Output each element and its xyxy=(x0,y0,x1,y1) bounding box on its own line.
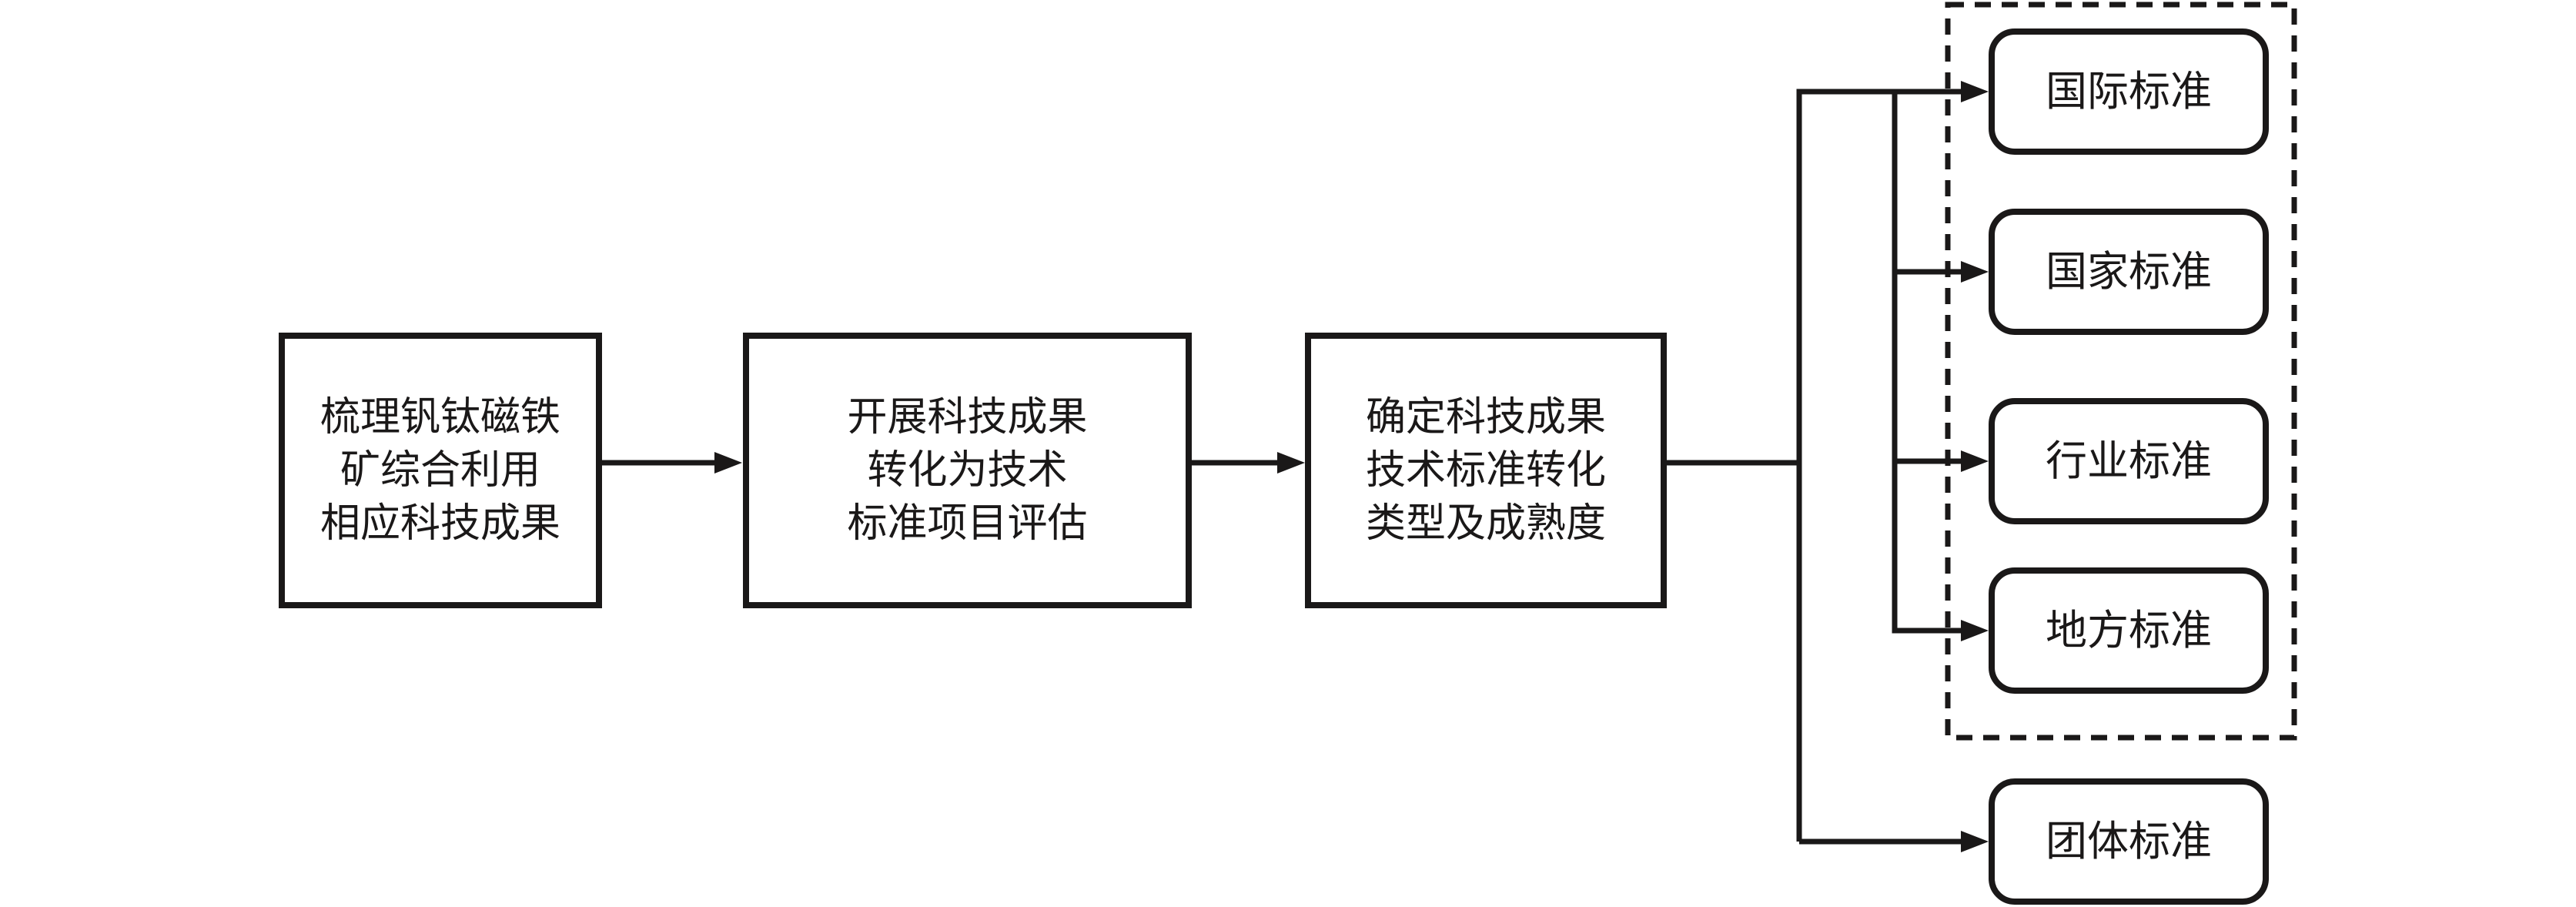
standard-label: 国家标准 xyxy=(2046,249,2212,295)
arrowhead-local-icon xyxy=(1961,620,1989,641)
process-label-line: 转化为技术 xyxy=(867,448,1068,493)
process-label-line: 梳理钒钛磁铁 xyxy=(319,395,560,440)
arrowhead-industry-icon xyxy=(1961,450,1989,472)
standard-label: 行业标准 xyxy=(2046,438,2212,484)
standard-box-industry: 行业标准 xyxy=(1989,398,2269,524)
process-label-line: 相应科技成果 xyxy=(319,501,560,546)
process-box-determine-type: 确定科技成果 技术标准转化 类型及成熟度 xyxy=(1305,333,1667,608)
process-label-line: 技术标准转化 xyxy=(1365,448,1606,493)
process-label-line: 标准项目评估 xyxy=(847,501,1088,546)
process-label-line: 矿综合利用 xyxy=(340,448,540,493)
process-label-line: 类型及成熟度 xyxy=(1365,501,1606,546)
standard-label: 国际标准 xyxy=(2046,69,2212,115)
standards-group-dashed-frame xyxy=(1945,2,2297,741)
process-box-collect-achievements: 梳理钒钛磁铁 矿综合利用 相应科技成果 xyxy=(279,333,602,608)
arrowhead-step1-step2-icon xyxy=(714,452,742,474)
standard-box-group: 团体标准 xyxy=(1989,778,2269,905)
arrowhead-international-icon xyxy=(1961,81,1989,102)
predefined-process-box-evaluate-projects: 开展科技成果 转化为技术 标准项目评估 xyxy=(743,333,1192,608)
standard-box-national: 国家标准 xyxy=(1989,209,2269,335)
standard-box-local: 地方标准 xyxy=(1989,567,2269,694)
standard-label: 团体标准 xyxy=(2046,818,2212,865)
standard-label: 地方标准 xyxy=(2046,607,2212,654)
standard-box-international: 国际标准 xyxy=(1989,28,2269,155)
arrowhead-national-icon xyxy=(1961,261,1989,283)
process-label-line: 确定科技成果 xyxy=(1365,395,1606,440)
process-label-line: 开展科技成果 xyxy=(847,395,1088,440)
arrowhead-step2-step3-icon xyxy=(1277,452,1305,474)
arrowhead-group-icon xyxy=(1961,831,1989,852)
